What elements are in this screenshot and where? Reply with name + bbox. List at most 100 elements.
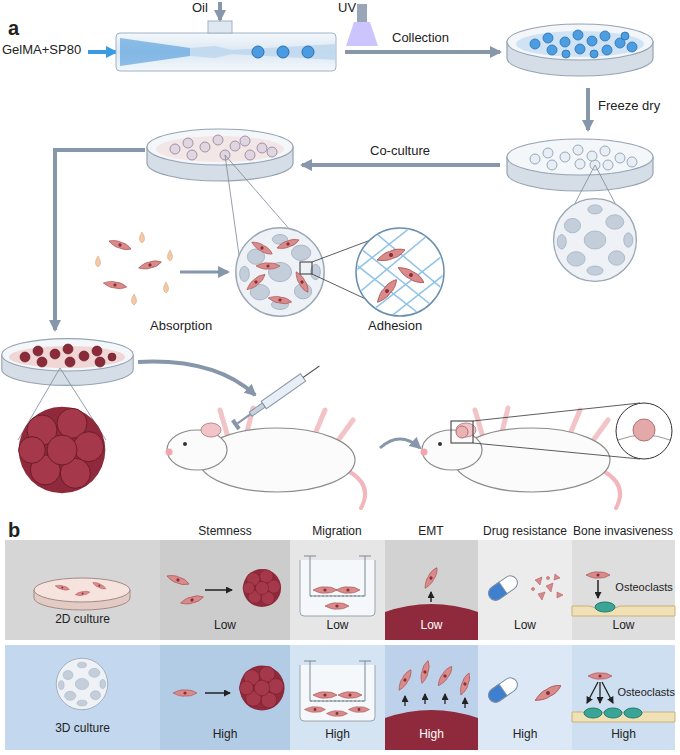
petri-dish: [530, 30, 637, 58]
stemness-2d: [166, 569, 281, 607]
petri-dish: [95, 357, 105, 367]
stemness-2d: [180, 594, 205, 606]
drug-2d: [554, 574, 560, 580]
property-cell: OsteoclastsHigh: [572, 645, 675, 750]
cells-and-medium: [132, 294, 137, 305]
cell-annotation: Osteoclasts: [617, 685, 674, 699]
petri-dish: [33, 346, 43, 356]
step-label: Co-culture: [370, 143, 430, 159]
column-header: Bone invasiveness: [573, 523, 673, 539]
drug-2d: [486, 573, 520, 603]
petri-dish: [590, 50, 598, 58]
transwell-3d: [349, 707, 370, 713]
scaffold-3d: [56, 658, 108, 710]
dish-2d: [55, 584, 71, 592]
bone-3d: [599, 682, 600, 703]
cell-value: Low: [214, 618, 236, 632]
emt-3d: [385, 660, 478, 750]
petri-dish: [50, 349, 60, 359]
zoom-circle: [350, 220, 450, 330]
petri-dish: [530, 39, 540, 49]
leader-line: [560, 165, 630, 232]
tumor-zoom: [473, 443, 640, 459]
petri-dish: [170, 144, 180, 154]
transwell-3d: [338, 692, 362, 698]
petri-dish: [257, 143, 267, 153]
petri-dish: [183, 138, 193, 148]
petri-dish: [543, 33, 553, 43]
syringe: [261, 374, 305, 409]
petri-dish: [240, 136, 250, 146]
cells-and-medium: [96, 232, 173, 305]
bone-3d: [587, 682, 613, 703]
cell-laden-microsphere: [300, 262, 312, 274]
petri-dish: [575, 159, 585, 169]
bone-3d: [604, 708, 622, 718]
petri-dish: [147, 129, 293, 181]
cell-value: High: [325, 727, 350, 741]
dish-2d: [34, 578, 130, 602]
transwell-2d: [304, 556, 371, 596]
panel-letter: a: [8, 20, 19, 36]
transwell-3d: [327, 711, 348, 717]
property-cell: Low: [160, 540, 290, 640]
drug-2d: [486, 582, 507, 603]
step-label: Absorption: [150, 318, 212, 334]
petri-dish: [516, 31, 644, 57]
emt-2d: [422, 566, 440, 590]
syringe: [303, 366, 319, 377]
petri-dish: [560, 37, 570, 47]
petri-dish: [147, 129, 293, 181]
bone-3d: [584, 708, 602, 718]
tumor-zoom: [451, 403, 672, 459]
property-cell: High: [478, 645, 572, 750]
cells-and-medium: [103, 280, 128, 290]
emt-3d: [458, 672, 472, 697]
zoom-circle: [350, 225, 440, 300]
cell-value: High: [419, 727, 444, 741]
cells-and-medium: [96, 232, 173, 305]
zoom-lines: [312, 274, 400, 315]
column-header: EMT: [418, 523, 443, 539]
culture-cell: 2D culture: [5, 540, 160, 640]
petri-dish: [600, 146, 610, 156]
step-label: Collection: [392, 30, 449, 46]
dish-2d: [75, 590, 90, 597]
step-label: UV: [338, 0, 356, 16]
process-arrow: [302, 163, 500, 167]
emt-3d: [419, 660, 431, 685]
column-header: Migration: [312, 523, 361, 539]
petri-dish: [573, 145, 583, 155]
cell-laden-microsphere: [250, 239, 274, 257]
petri-dish: [530, 145, 637, 170]
emt-3d: [385, 710, 478, 750]
cell-value: High: [611, 727, 636, 741]
petri-dish: [621, 32, 629, 40]
drug-2d: [557, 592, 563, 598]
petri-dish: [79, 351, 89, 361]
property-cell: High: [160, 645, 290, 750]
stemness-2d: [166, 573, 191, 587]
cell-value: Low: [326, 618, 348, 632]
process-arrow: [138, 362, 255, 395]
emt-3d: [464, 698, 465, 708]
zoom-circle: [350, 220, 420, 275]
stemness-3d: [173, 665, 285, 710]
petri-dish: [615, 153, 625, 163]
petri-dish: [245, 150, 255, 160]
zoom-circle: [376, 246, 407, 264]
cell-aggregate: [19, 407, 106, 494]
step-label: GelMA+SP80: [2, 42, 81, 58]
stemness-2d: [243, 569, 281, 607]
petri-dish: [547, 160, 557, 170]
zoom-circle: [360, 250, 450, 320]
cell-value: Low: [514, 618, 536, 632]
tumor-zoom: [451, 421, 473, 443]
transwell-3d: [300, 661, 375, 721]
cell-value: High: [213, 727, 238, 741]
zoom-circle: [356, 228, 444, 316]
microfluidic-device: [357, 4, 367, 22]
petri-dish: [213, 135, 223, 145]
stemness-3d: [205, 692, 230, 694]
